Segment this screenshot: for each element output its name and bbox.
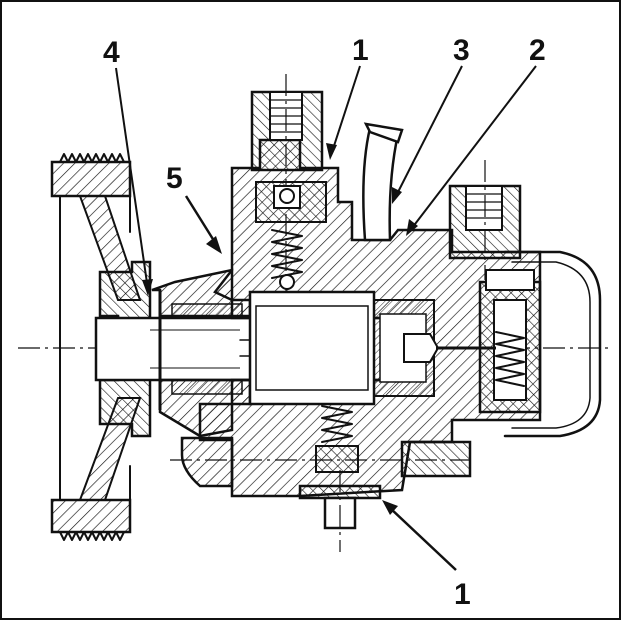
leader-2-arrowhead [406, 219, 418, 236]
rotor-plate-tongue [403, 333, 440, 363]
pulley-lower-grooves [59, 531, 125, 541]
leader-1-bottom [389, 507, 457, 571]
relief-valve-cap [485, 269, 535, 291]
rotor-block [248, 290, 376, 406]
bearing-lower [171, 379, 243, 395]
top-spring [271, 229, 303, 279]
callout-3: 3 [453, 34, 470, 67]
callout-4: 4 [103, 36, 120, 69]
pump-housing [151, 74, 602, 552]
leader-1-top [331, 65, 361, 153]
leader-2 [411, 65, 537, 229]
callout-1-top: 1 [352, 34, 369, 67]
reservoir-cover [503, 250, 602, 438]
relief-spring [495, 331, 525, 387]
drive-pulley [50, 153, 152, 541]
rotor-assembly [158, 290, 440, 410]
leader-4 [115, 67, 149, 291]
callout-leaders [115, 65, 537, 571]
leader-5-arrowhead [206, 236, 222, 254]
leader-5 [184, 195, 218, 245]
top-spring-ball [279, 274, 295, 290]
leader-3 [395, 65, 463, 197]
bearing-upper [171, 303, 243, 319]
suction-tube-end [363, 122, 404, 144]
pulley-upper-rim [50, 160, 132, 198]
callout-2: 2 [529, 34, 546, 67]
leader-4-arrowhead [142, 279, 153, 296]
leader-1-bottom-arrowhead [382, 500, 398, 515]
pulley-upper-grooves [59, 153, 125, 163]
callout-1-bottom: 1 [454, 578, 471, 611]
bottom-spring [321, 405, 353, 443]
top-valve-ball [279, 188, 295, 204]
leader-3-arrowhead [392, 187, 402, 204]
suction-tube [362, 126, 400, 242]
bottom-valve-body [315, 445, 359, 473]
pulley-lower-rim [50, 498, 132, 534]
reservoir-cover-inner [511, 261, 591, 429]
right-top-fitting-bore [465, 185, 503, 231]
lower-mount [180, 436, 234, 488]
rotor-inner [255, 305, 369, 391]
callout-5: 5 [166, 162, 183, 195]
valve-springs [255, 181, 542, 473]
lower-right-bolt [400, 440, 472, 478]
right-top-fitting-thread [465, 193, 503, 219]
leader-1-top-arrowhead [326, 143, 337, 160]
pulley-web-outline [59, 195, 131, 501]
